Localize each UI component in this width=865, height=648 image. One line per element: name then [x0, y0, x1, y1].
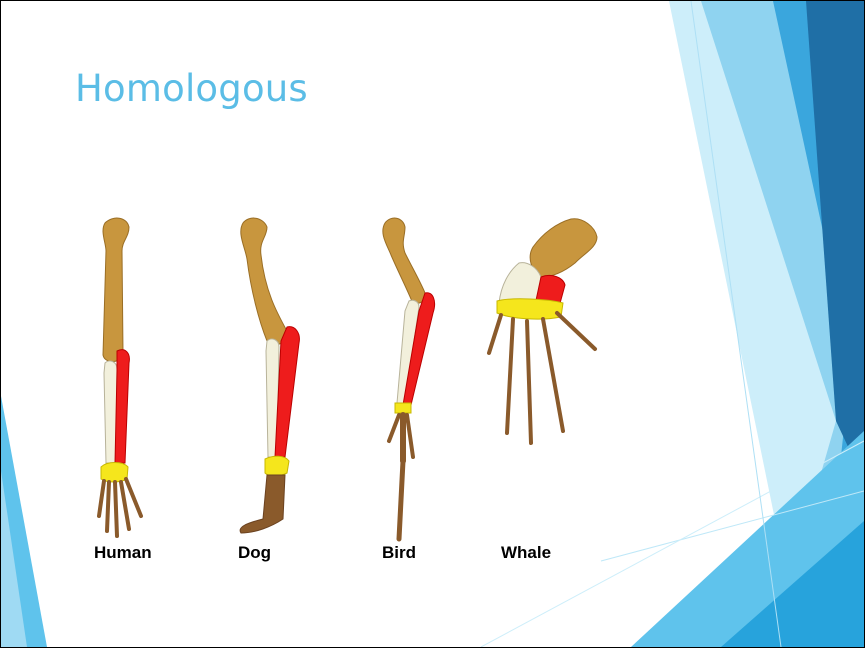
human-humerus: [103, 218, 129, 362]
dog-leg: [240, 218, 299, 533]
caption-whale: Whale: [501, 543, 551, 563]
human-radius: [115, 350, 129, 463]
bird-digits: [389, 415, 413, 539]
human-digits: [99, 479, 141, 536]
dog-humerus: [241, 218, 287, 345]
bird-humerus: [383, 218, 425, 303]
dog-carpals: [265, 456, 289, 476]
whale-ulna: [499, 263, 541, 303]
whale-flipper: [489, 219, 597, 443]
bird-carpals: [395, 403, 411, 413]
caption-bird: Bird: [382, 543, 416, 563]
human-carpals: [101, 463, 128, 483]
caption-human: Human: [94, 543, 152, 563]
whale-digits: [489, 313, 595, 443]
whale-carpals: [497, 299, 563, 319]
human-arm: [99, 218, 141, 536]
whale-humerus: [530, 219, 597, 277]
dog-digits: [240, 475, 285, 533]
caption-dog: Dog: [238, 543, 271, 563]
bird-wing: [383, 218, 435, 539]
